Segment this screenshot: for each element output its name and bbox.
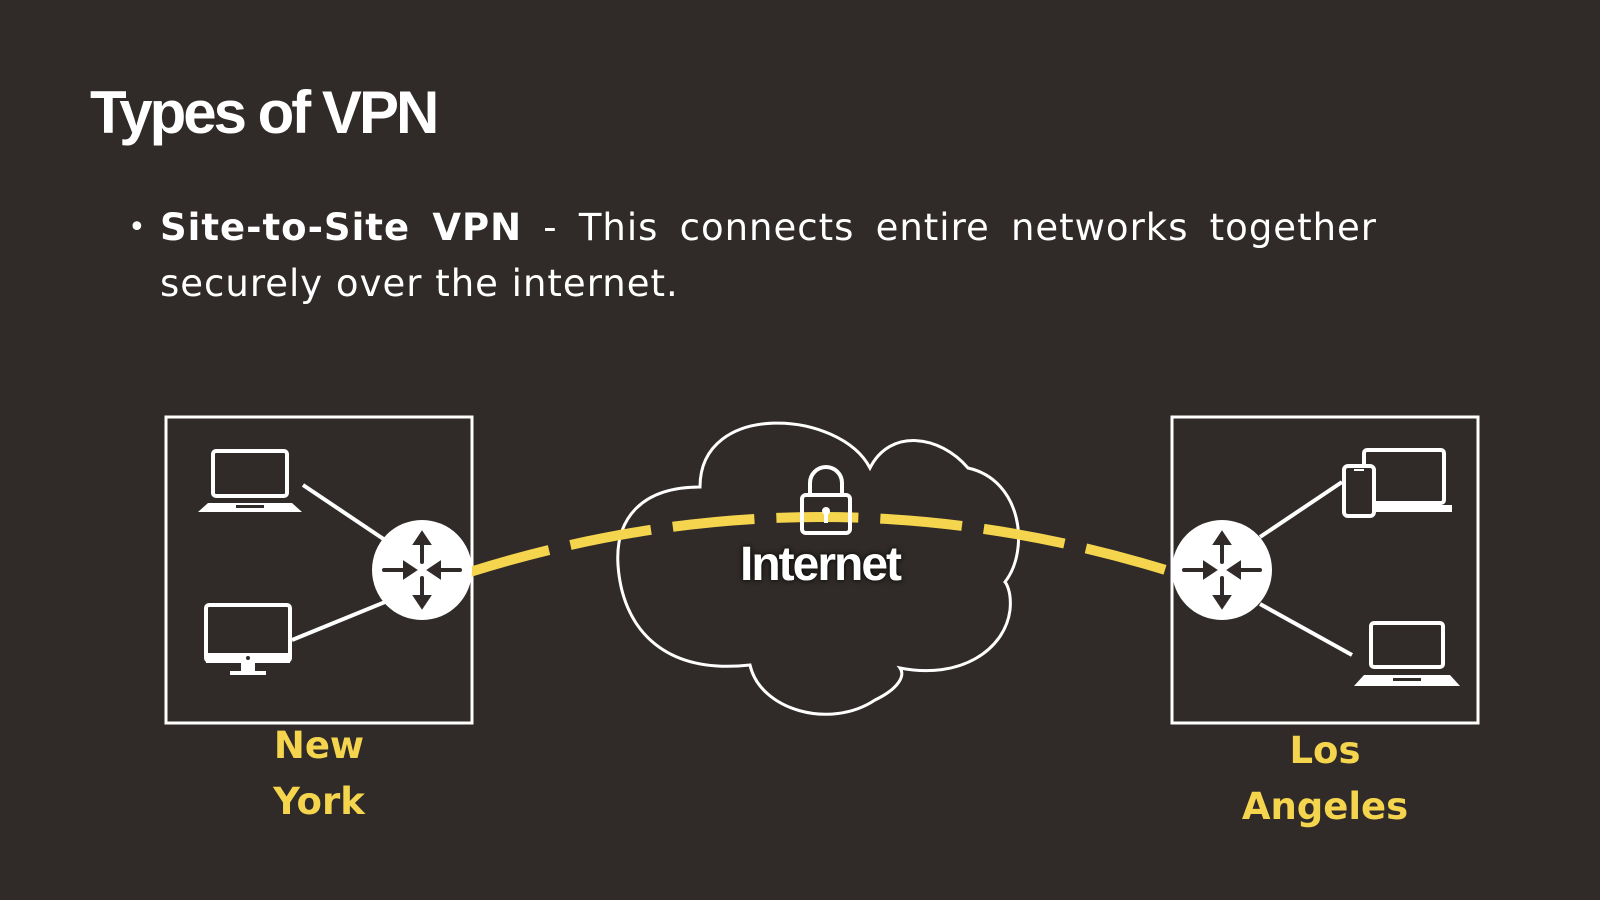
lock-icon — [800, 465, 852, 535]
los-angeles-label: Los Angeles — [1175, 723, 1475, 835]
new-york-label-line2: York — [273, 780, 365, 823]
laptop-icon — [198, 449, 302, 512]
router-icon — [372, 520, 472, 620]
connection-line — [301, 483, 387, 542]
los-angeles-label-line1: Los — [1289, 729, 1361, 772]
new-york-label: New York — [169, 718, 469, 830]
tablet-phone-laptop-icon — [1342, 448, 1452, 518]
los-angeles-label-line2: Angeles — [1241, 785, 1409, 828]
bullet-term: Site-to-Site VPN — [160, 206, 523, 249]
connection-line — [1258, 480, 1344, 539]
laptop-icon — [1354, 621, 1460, 686]
bullet-item: • Site-to-Site VPN - This connects entir… — [128, 200, 1377, 312]
vpn-tunnel-line — [468, 512, 1174, 577]
internet-cloud — [616, 421, 1020, 716]
bullet-text: Site-to-Site VPN - This connects entire … — [132, 200, 1377, 312]
bullet-description: This connects entire networks together s… — [160, 206, 1378, 305]
internet-label: Internet — [739, 538, 902, 591]
connection-line — [1259, 602, 1353, 657]
desktop-monitor-icon — [204, 603, 292, 675]
new-york-label-line1: New — [273, 724, 365, 767]
bullet-dot: • — [128, 210, 147, 245]
connection-line — [291, 600, 386, 642]
slide-title: Types of VPN — [90, 79, 439, 146]
router-icon — [1172, 520, 1272, 620]
bullet-separator: - — [522, 206, 579, 249]
